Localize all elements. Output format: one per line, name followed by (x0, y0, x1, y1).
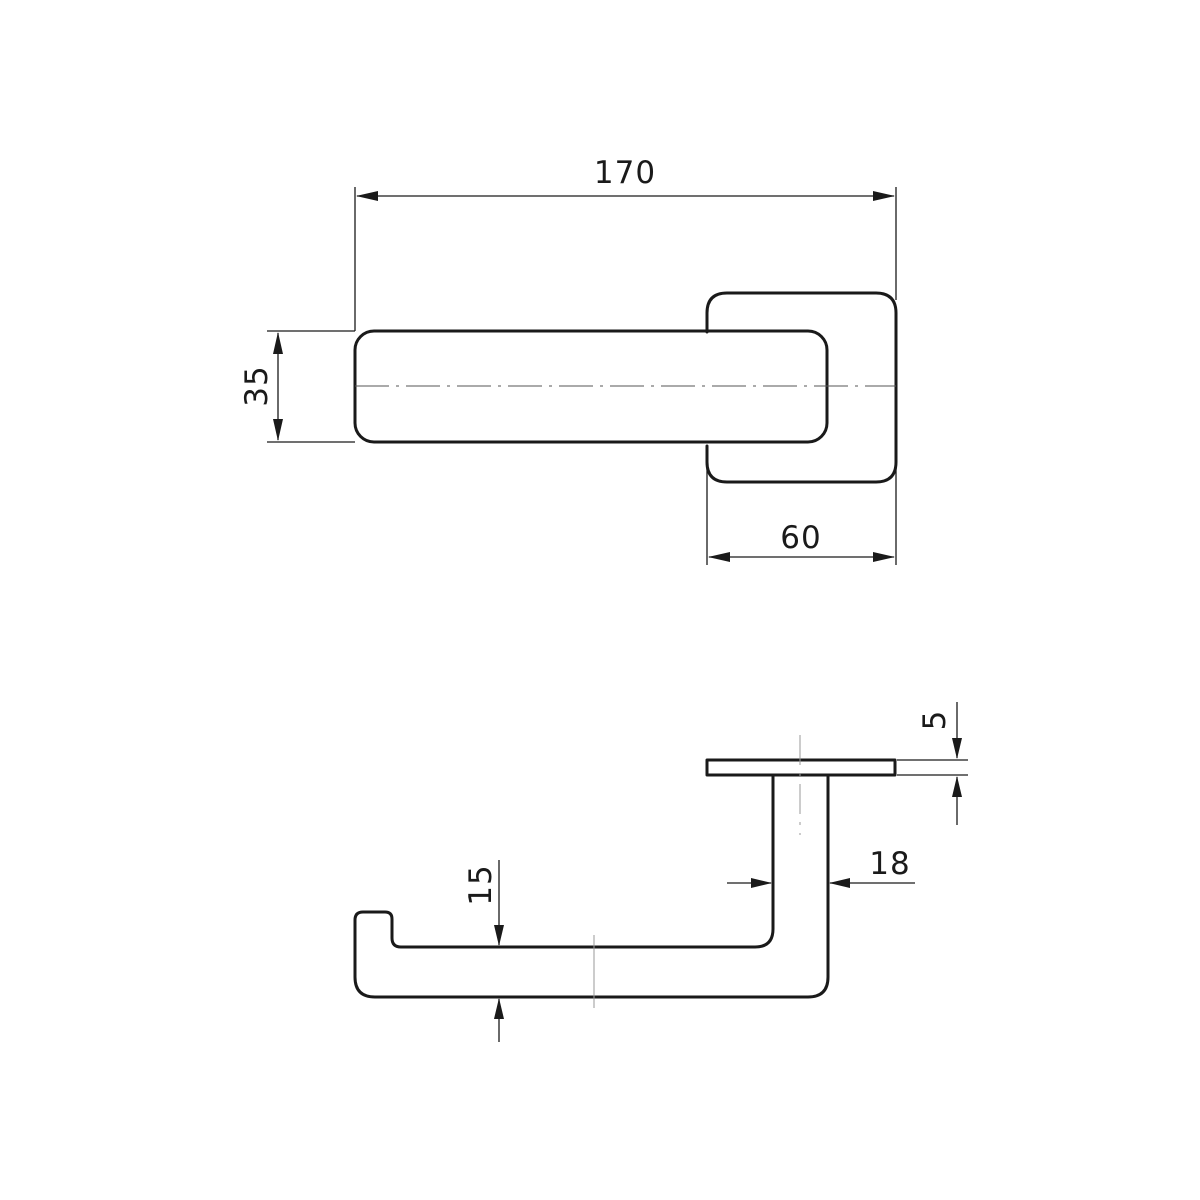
dimension-neck-thickness: 18 (727, 846, 915, 888)
dimension-lever-width: 35 (239, 330, 355, 443)
lever-profile-outline (353, 773, 830, 999)
dimension-label-60: 60 (780, 520, 821, 556)
dimension-rose-width: 60 (706, 446, 897, 565)
rose-plate-outline (705, 291, 898, 484)
side-view: 5 15 18 (353, 702, 968, 1042)
dimension-overall-length: 170 (354, 155, 897, 331)
rose-plate-side (705, 758, 897, 777)
dimension-label-15: 15 (463, 864, 499, 905)
dimension-label-18: 18 (869, 846, 910, 882)
dimension-lever-thickness: 15 (463, 860, 504, 1042)
dimension-label-35: 35 (239, 365, 275, 406)
dimension-rose-thickness: 5 (897, 702, 968, 825)
dimension-label-5: 5 (917, 710, 953, 731)
top-view: 170 35 60 (239, 155, 898, 565)
dimension-label-170: 170 (594, 155, 656, 191)
